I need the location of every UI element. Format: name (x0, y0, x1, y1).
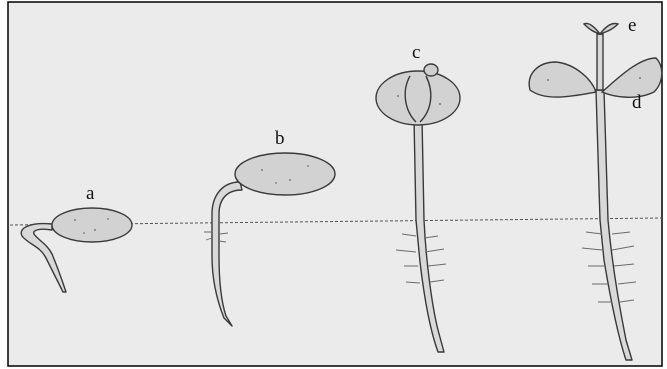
stage-label-e: e (628, 15, 636, 36)
cotyledon-c (376, 71, 460, 125)
seed-b (235, 153, 335, 195)
stage-label-a: a (86, 183, 95, 204)
bud-c (424, 64, 438, 76)
diagram-background (8, 2, 662, 366)
epicotyl-e (597, 34, 603, 90)
stage-label-b: b (275, 128, 285, 149)
seed-a (52, 208, 132, 242)
stage-label-d: d (632, 92, 642, 113)
stage-label-c: c (412, 42, 420, 63)
